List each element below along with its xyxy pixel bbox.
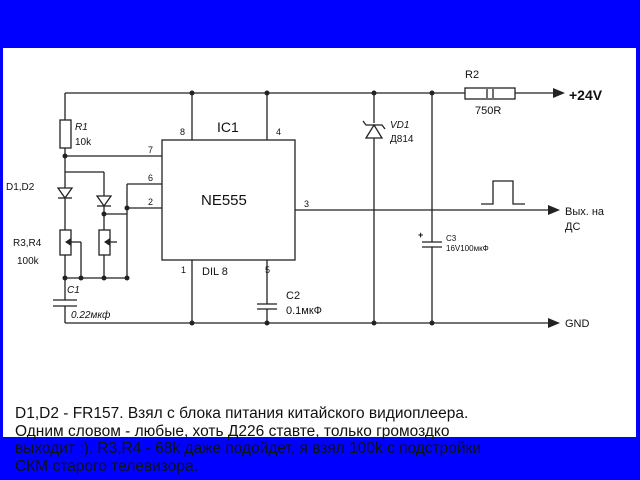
- ic-body: [161, 139, 296, 261]
- pin-5-label: 5: [265, 265, 270, 275]
- vd1-name-label: VD1: [390, 120, 409, 131]
- pin-1-label: 1: [181, 265, 186, 275]
- pulse-waveform-icon: [481, 180, 525, 205]
- vd1-zener-diode: [364, 123, 384, 139]
- c2-value-label: 0.1мкФ: [286, 305, 322, 317]
- supply-label: +24V: [569, 87, 603, 103]
- pin-3-label: 3: [304, 199, 309, 209]
- output-arrow-icon: [548, 205, 560, 215]
- c1-value-label: 0.22мкф: [71, 309, 111, 321]
- r1-name-label: R1: [75, 122, 88, 133]
- c1-name-label: C1: [67, 285, 80, 296]
- d2-diode: [95, 195, 113, 208]
- circuit-schematic: IC1 NE555 DIL 8 8 4 7 6 2 3 1 5 R1 10k D…: [6, 69, 605, 330]
- pin-2-label: 2: [148, 197, 153, 207]
- r1-resistor: [59, 119, 72, 149]
- ic-name-label: IC1: [217, 119, 239, 135]
- supply-arrow-icon: [553, 88, 565, 98]
- output-label-line2: ДС: [565, 221, 580, 233]
- d1-diode: [56, 187, 74, 200]
- ic-package-label: DIL 8: [202, 266, 228, 278]
- r2-resistor: [464, 87, 516, 100]
- r2-value-label: 750R: [475, 105, 501, 117]
- d1d2-label: D1,D2: [6, 182, 35, 193]
- content-card: IC1 NE555 DIL 8 8 4 7 6 2 3 1 5 R1 10k D…: [3, 48, 636, 475]
- c3-plus-label: +: [418, 230, 423, 240]
- r3r4-label: R3,R4: [13, 238, 42, 249]
- r3r4-value-label: 100k: [17, 256, 40, 267]
- ground-arrow-icon: [548, 318, 560, 328]
- gnd-label: GND: [565, 318, 590, 330]
- pin-8-label: 8: [180, 127, 185, 137]
- c3-name-label: C3: [446, 234, 457, 243]
- ic-type-label: NE555: [201, 192, 247, 209]
- pin-7-label: 7: [148, 145, 153, 155]
- c2-name-label: C2: [286, 290, 300, 302]
- vd1-value-label: Д814: [390, 134, 414, 145]
- c3-value-label: 16V100мкФ: [446, 244, 489, 253]
- output-label-line1: Вых. на: [565, 206, 605, 218]
- pin-6-label: 6: [148, 173, 153, 183]
- r2-name-label: R2: [465, 69, 479, 81]
- r1-value-label: 10k: [75, 137, 92, 148]
- caption-text: D1,D2 - FR157. Взял с блока питания кита…: [15, 405, 482, 475]
- pin-4-label: 4: [276, 127, 281, 137]
